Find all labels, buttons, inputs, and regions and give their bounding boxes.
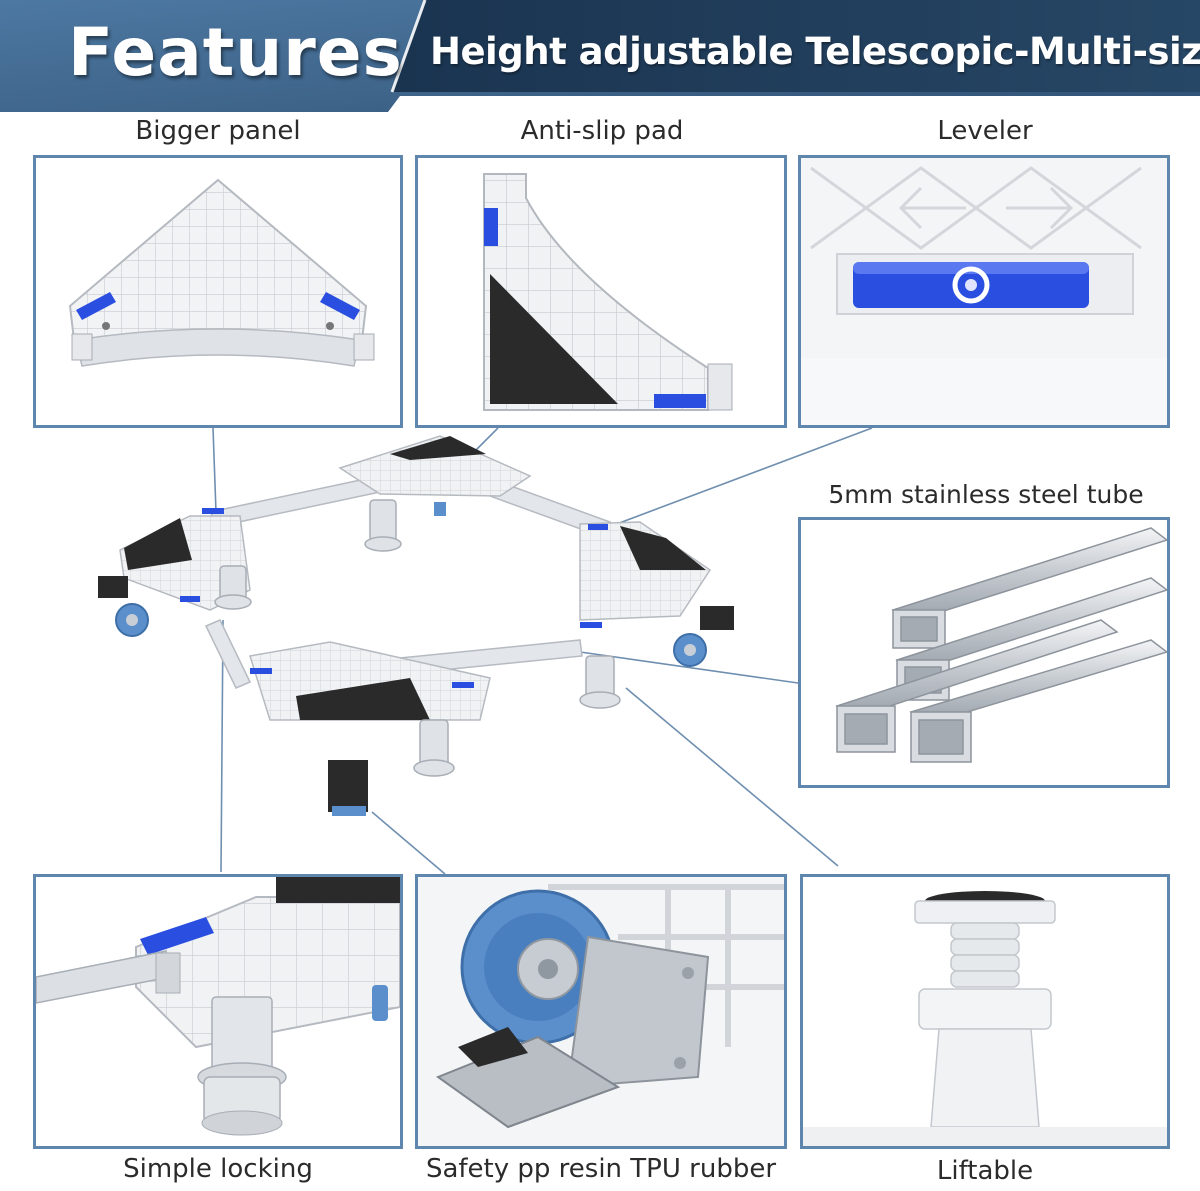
panel-bigger-panel <box>33 155 403 428</box>
steel-tube-icon <box>835 527 1167 763</box>
caption-leveler: Leveler <box>937 116 1033 146</box>
adjustable-foot-icon <box>803 891 1167 1146</box>
caption-bigger-panel: Bigger panel <box>135 116 301 146</box>
callout-line-leveler <box>605 427 873 529</box>
leveler-icon <box>801 158 1167 425</box>
panel-simple-locking <box>33 874 403 1149</box>
adjustable-appliance-base-icon <box>98 435 734 816</box>
callout-line-liftable <box>625 687 839 867</box>
bigger-panel-icon <box>68 178 375 367</box>
panel-anti-slip-pad <box>415 155 787 428</box>
product-overview-image <box>80 420 760 844</box>
anti-slip-pad-icon <box>483 173 733 411</box>
banner-subtitle: Height adjustable Telescopic-Multi-size <box>430 30 1200 73</box>
caption-simple-locking: Simple locking <box>123 1154 313 1184</box>
caption-anti-slip-pad: Anti-slip pad <box>520 116 684 146</box>
simple-locking-icon <box>36 877 400 1136</box>
callout-line-bigger-panel <box>212 427 217 513</box>
banner-title: Features <box>68 14 403 91</box>
panel-wheel <box>415 874 787 1149</box>
caption-steel-tube: 5mm stainless steel tube <box>828 480 1144 509</box>
caption-liftable: Liftable <box>936 1156 1034 1186</box>
panel-leveler <box>798 155 1170 428</box>
caster-wheel-icon <box>418 877 784 1146</box>
banner-background <box>0 0 1200 112</box>
caption-wheel: Safety pp resin TPU rubber <box>425 1154 777 1184</box>
header-banner: Features Height adjustable Telescopic-Mu… <box>0 0 1200 112</box>
panel-steel-tube <box>798 517 1170 788</box>
callout-line-wheel <box>371 811 446 875</box>
panel-liftable <box>800 874 1170 1149</box>
